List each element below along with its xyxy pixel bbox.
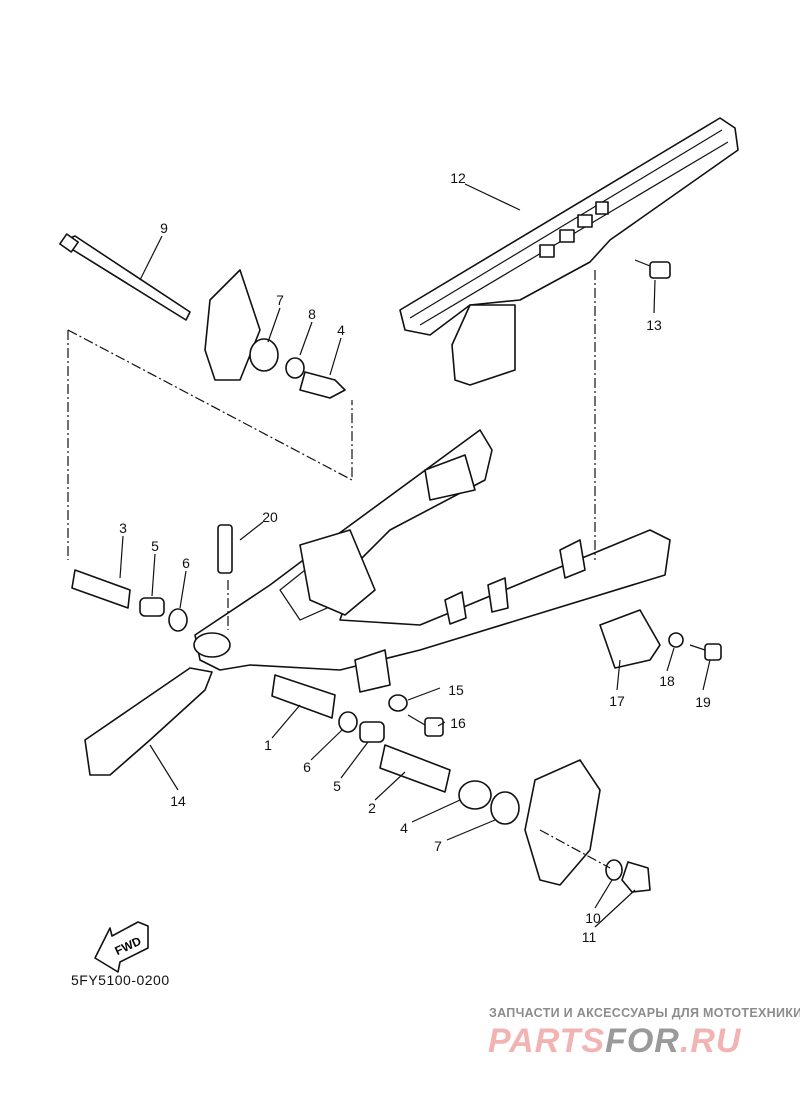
- watermark-logo: PARTSFOR.RU: [488, 1024, 741, 1058]
- watermark-tagline: ЗАПЧАСТИ И АКСЕССУАРЫ ДЛЯ МОТОТЕХНИКИ: [489, 1006, 800, 1020]
- callout-17: 17: [609, 693, 625, 709]
- callout-2: 2: [368, 800, 376, 816]
- pivot-shaft-part: [59, 233, 191, 321]
- callout-19: 19: [695, 694, 711, 710]
- callout-15: 15: [448, 682, 464, 698]
- bolt-13-part: [634, 259, 671, 279]
- collar-7-right-part: [490, 791, 520, 825]
- callout-5-right: 5: [333, 778, 341, 794]
- washer-18-part: [668, 632, 684, 648]
- frame-bracket-top: [204, 269, 346, 399]
- callout-4-bottom: 4: [400, 820, 408, 836]
- callout-11: 11: [582, 929, 597, 945]
- swingarm-part: [193, 429, 671, 693]
- fwd-arrow-icon: FWD: [94, 921, 149, 973]
- seal-6-right-part: [338, 711, 358, 733]
- part-code: 5FY5100-0200: [71, 972, 170, 988]
- callout-7-bottom: 7: [434, 838, 442, 854]
- chain-case-part: [399, 117, 739, 386]
- callout-7-top: 7: [276, 292, 284, 308]
- bushing-3-part: [71, 569, 131, 609]
- frame-bracket-bottom: [524, 759, 651, 893]
- bracket-17-part: [599, 609, 661, 669]
- callout-8: 8: [308, 306, 316, 322]
- bushing-1-part: [271, 674, 336, 719]
- callout-6-right: 6: [303, 759, 311, 775]
- washer-15-part: [388, 694, 408, 712]
- watermark-brand-b: FOR: [605, 1022, 680, 1060]
- callout-13: 13: [646, 317, 662, 333]
- callout-5-left: 5: [151, 538, 159, 554]
- callout-3: 3: [119, 520, 127, 536]
- callout-labels: 1 2 3 4 4 5 5 6 6 7 7 8 9 10 11 12 13 14…: [119, 170, 711, 945]
- callout-9: 9: [160, 220, 168, 236]
- watermark-brand-a: PARTS: [488, 1022, 606, 1060]
- callout-20: 20: [262, 509, 278, 525]
- collar-5-right-part: [359, 721, 385, 743]
- callout-4-top: 4: [337, 322, 345, 338]
- callout-6-left: 6: [182, 555, 190, 571]
- callout-16: 16: [450, 715, 466, 731]
- seal-6-left-part: [168, 608, 188, 632]
- watermark-brand-c: .RU: [679, 1022, 742, 1060]
- chain-slider-part: [84, 667, 213, 776]
- alignment-lines: [67, 270, 611, 869]
- collar-5-left-part: [139, 597, 165, 617]
- callout-10: 10: [585, 910, 601, 926]
- bolt-19-part: [689, 643, 722, 661]
- bushing-4-right-part: [458, 780, 492, 810]
- callout-1: 1: [264, 737, 272, 753]
- grease-nipple-part: [217, 524, 233, 574]
- callout-12: 12: [450, 170, 466, 186]
- callout-18: 18: [659, 673, 675, 689]
- callout-14: 14: [170, 793, 186, 809]
- callout-leaders: [119, 183, 711, 928]
- bolt-16-part: [407, 714, 444, 737]
- bushing-2-part: [379, 744, 451, 793]
